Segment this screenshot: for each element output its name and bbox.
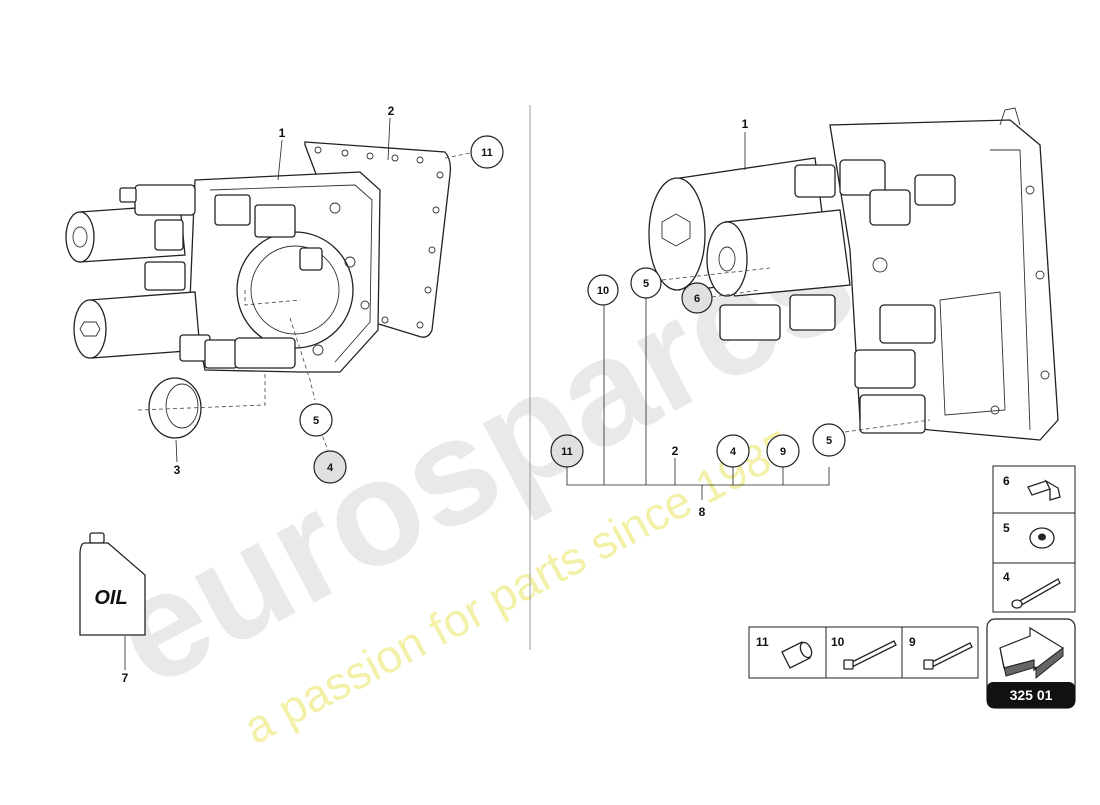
long-bolt-icon [843, 640, 897, 670]
long-screw-icon [1011, 578, 1061, 609]
right-label-1: 1 [742, 117, 749, 131]
left-label-1: 1 [279, 126, 286, 140]
svg-text:5: 5 [643, 278, 649, 290]
left-callout-4[interactable]: 4 [313, 450, 347, 484]
legend-number: 4 [1003, 570, 1010, 584]
reference-code: 325 01 [1010, 687, 1053, 703]
svg-text:11: 11 [561, 446, 573, 458]
legend-number: 5 [1003, 521, 1010, 535]
svg-text:9: 9 [780, 446, 786, 458]
bolt-icon [923, 642, 973, 670]
housing-bore [236, 231, 354, 349]
right-callout-6[interactable]: 6 [681, 282, 713, 314]
washer-icon [1029, 527, 1055, 549]
legend-item-6[interactable]: 6 [1003, 474, 1061, 501]
right-callout-5-upper[interactable]: 5 [630, 267, 662, 299]
left-callout-5[interactable]: 5 [299, 403, 333, 437]
left-assembly-drawing [65, 117, 471, 670]
arrow-icon [999, 626, 1065, 680]
svg-text:5: 5 [826, 435, 832, 447]
right-callout-4[interactable]: 4 [716, 434, 750, 468]
svg-text:11: 11 [481, 147, 493, 159]
left-label-3: 3 [174, 463, 181, 477]
legend-number: 10 [831, 635, 845, 649]
right-label-2: 2 [672, 444, 679, 458]
left-callout-11[interactable]: 11 [470, 135, 504, 169]
oil-bottle-icon [79, 532, 146, 636]
legend-item-4[interactable]: 4 [1003, 570, 1061, 609]
legend-vertical: 6 5 4 [992, 465, 1076, 613]
legend-horizontal: 11 10 9 [748, 626, 979, 679]
right-callout-5-lower[interactable]: 5 [812, 423, 846, 457]
svg-text:6: 6 [694, 293, 700, 305]
sleeve-icon [781, 641, 813, 669]
svg-text:5: 5 [313, 415, 319, 427]
svg-text:10: 10 [597, 285, 609, 297]
legend-item-11[interactable]: 11 [756, 635, 814, 669]
svg-text:4: 4 [730, 446, 737, 458]
right-label-8: 8 [699, 505, 706, 519]
legend-number: 9 [909, 635, 916, 649]
right-callout-10[interactable]: 10 [587, 274, 619, 306]
right-assembly-drawing [566, 107, 1059, 500]
left-label-2: 2 [388, 104, 395, 118]
seal-ring-part [148, 377, 202, 439]
legend-number: 6 [1003, 474, 1010, 488]
oil-label: OIL [94, 587, 127, 609]
legend-item-10[interactable]: 10 [831, 635, 897, 670]
legend-number: 11 [756, 635, 769, 649]
bolt-plug-icon [1027, 479, 1061, 501]
right-callout-9[interactable]: 9 [766, 434, 800, 468]
legend-item-9[interactable]: 9 [909, 635, 973, 670]
right-callout-11[interactable]: 11 [550, 434, 584, 468]
svg-text:4: 4 [327, 462, 334, 474]
legend-item-5[interactable]: 5 [1003, 521, 1055, 549]
reference-box: 325 01 [986, 618, 1076, 709]
left-label-7: 7 [122, 671, 129, 685]
